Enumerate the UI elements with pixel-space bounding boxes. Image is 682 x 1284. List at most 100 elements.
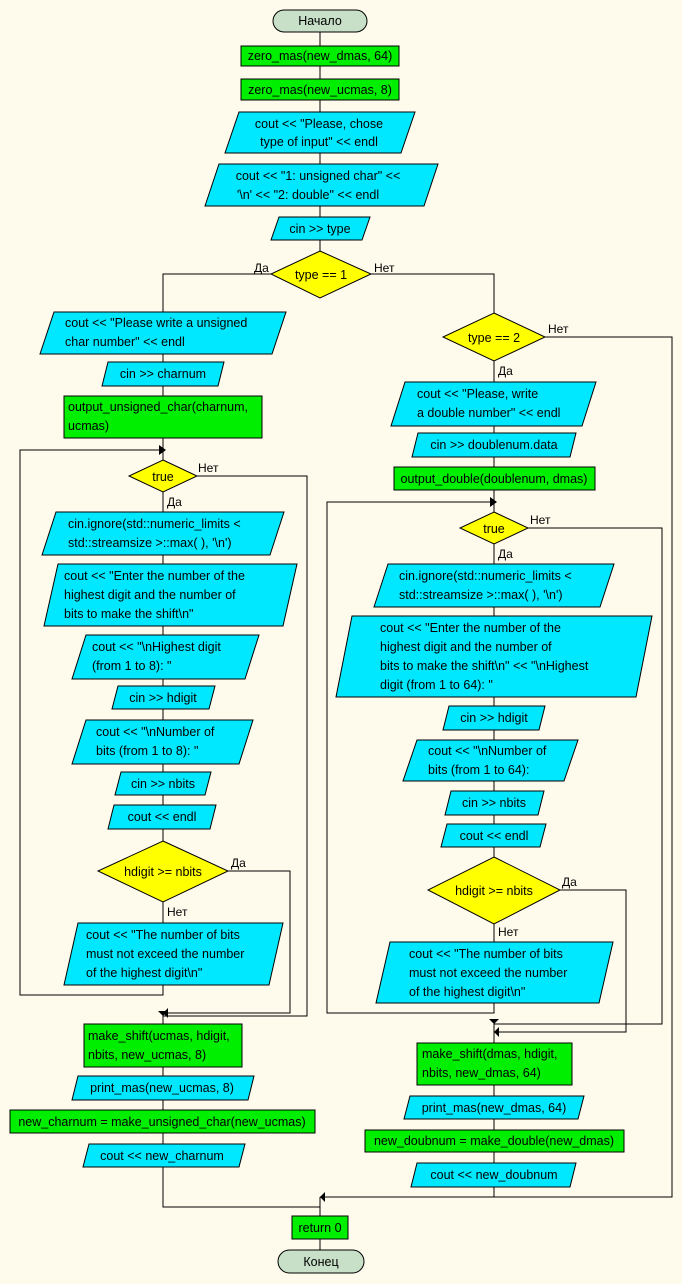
left-prompt-char-line1: cout << "Please write a unsigned	[65, 316, 247, 330]
right-shift-block	[416, 1042, 573, 1086]
right-cin-double-io	[411, 432, 577, 458]
cin-type-label: cin >> type	[289, 222, 350, 236]
right-cin-hdigit-io	[442, 705, 546, 731]
end-terminal	[277, 1249, 365, 1274]
right-ignore-io	[373, 563, 615, 608]
label-yes: Да	[254, 261, 269, 275]
left-endl-io	[107, 804, 217, 830]
right-ignore-line2: std::streamsize >::max( ), '\n')	[399, 588, 563, 602]
left-print-io	[71, 1075, 255, 1101]
right-shift-line2: nbits, new_dmas, 64)	[422, 1066, 541, 1080]
branch-labels: Да Нет Да Нет Да Нет Да Нет Да Нет Да Не…	[167, 261, 577, 939]
label-yes: Да	[498, 547, 513, 561]
right-check-decision	[426, 856, 562, 925]
right-cin-nbits-io	[444, 790, 545, 816]
right-output-d-block	[393, 466, 596, 491]
start-label: Начало	[298, 14, 342, 28]
left-out-label: cout << new_charnum	[100, 1149, 224, 1163]
right-loop-decision	[458, 511, 530, 545]
start-terminal	[272, 9, 368, 33]
right-endl-io	[440, 823, 547, 848]
prompt-options-line1: cout << "1: unsigned char" <<	[236, 169, 401, 183]
left-check-label: hdigit >= nbits	[124, 865, 202, 879]
label-yes: Да	[498, 364, 513, 378]
left-prompt-enter-line1: cout << "Enter the number of the	[64, 569, 245, 583]
left-err-line1: cout << "The number of bits	[86, 928, 240, 942]
right-prompt-enter-io	[335, 615, 653, 698]
left-convert-block	[9, 1109, 316, 1134]
right-prompt-enter-line3: bits to make the shift\n" << "\nHighest	[380, 659, 589, 673]
prompt-type-line2: type of input" << endl	[260, 135, 378, 149]
label-no: Нет	[198, 461, 219, 475]
left-shift-line2: nbits, new_ucmas, 8)	[88, 1048, 206, 1062]
left-check-decision	[96, 840, 230, 903]
return-block	[291, 1215, 349, 1240]
left-prompt-hdigit-io	[71, 634, 260, 680]
right-loop-label: true	[483, 522, 505, 536]
right-err-line3: of the highest digit\n"	[409, 985, 525, 999]
right-ignore-line1: cin.ignore(std::numeric_limits <	[399, 569, 572, 583]
left-prompt-nbits-line1: cout << "\nNumber of	[96, 725, 215, 739]
label-no: Нет	[530, 513, 551, 527]
label-yes: Да	[167, 495, 182, 509]
right-convert-block	[364, 1129, 625, 1153]
prompt-type-line1: cout << "Please, chose	[255, 117, 383, 131]
left-loop-decision	[127, 459, 199, 493]
right-prompt-nbits-line2: bits (from 1 to 64):	[428, 763, 529, 777]
return-label: return 0	[298, 1221, 341, 1235]
end-label: Конец	[303, 1255, 338, 1269]
right-prompt-double-line2: a double number" << endl	[417, 406, 560, 420]
label-no: Нет	[498, 925, 519, 939]
right-output-d-label: output_double(doublenum, dmas)	[401, 472, 588, 486]
zero-ucmas-block	[240, 78, 400, 101]
left-ignore-line2: std::streamsize >::max( ), '\n')	[68, 536, 232, 550]
left-prompt-hdigit-line1: cout << "\nHighest digit	[92, 640, 221, 654]
right-out-io	[410, 1162, 577, 1188]
right-print-label: print_mas(new_dmas, 64)	[422, 1101, 567, 1115]
type2-decision	[441, 312, 547, 362]
right-prompt-enter-line2: highest digit and the number of	[380, 640, 552, 654]
right-cin-double-label: cin >> doublenum.data	[430, 438, 557, 452]
left-err-line2: must not exceed the number	[86, 947, 244, 961]
left-cin-nbits-io	[114, 771, 212, 796]
zero-ucmas-label: zero_mas(new_ucmas, 8)	[248, 83, 392, 97]
left-ignore-io	[41, 511, 285, 556]
left-shift-line1: make_shift(ucmas, hdigit,	[88, 1029, 230, 1043]
left-cin-hdigit-label: cin >> hdigit	[129, 691, 197, 705]
left-output-uc-block	[63, 395, 263, 439]
right-err-line1: cout << "The number of bits	[409, 947, 563, 961]
right-check-label: hdigit >= nbits	[455, 884, 533, 898]
right-err-line2: must not exceed the number	[409, 966, 567, 980]
prompt-options-line2: '\n' << "2: double" << endl	[237, 188, 379, 202]
left-cin-charnum-io	[101, 361, 225, 387]
right-prompt-nbits-line1: cout << "\nNumber of	[428, 744, 547, 758]
left-cin-nbits-label: cin >> nbits	[131, 777, 195, 791]
right-shift-line1: make_shift(dmas, hdigit,	[422, 1047, 557, 1061]
left-err-io	[63, 922, 284, 986]
left-prompt-nbits-io	[71, 719, 254, 765]
right-prompt-double-io	[390, 381, 597, 427]
left-prompt-hdigit-line2: (from 1 to 8): "	[92, 659, 171, 673]
label-no: Нет	[167, 905, 188, 919]
zero-dmas-block	[240, 45, 400, 67]
left-prompt-enter-line2: highest digit and the number of	[64, 588, 236, 602]
right-err-io	[375, 941, 614, 1004]
prompt-options-io	[204, 163, 439, 207]
left-prompt-enter-line3: bits to make the shift\n"	[64, 607, 194, 621]
left-prompt-char-io	[39, 311, 287, 355]
left-prompt-char-line2: char number" << endl	[65, 335, 185, 349]
cin-type-io	[270, 216, 371, 241]
zero-dmas-label: zero_mas(new_dmas, 64)	[248, 49, 393, 63]
right-print-io	[403, 1095, 585, 1120]
left-err-line3: of the highest digit\n"	[86, 966, 202, 980]
left-loop-label: true	[152, 470, 174, 484]
right-convert-label: new_doubnum = make_double(new_dmas)	[374, 1134, 614, 1148]
left-out-io	[82, 1143, 246, 1168]
right-endl-label: cout << endl	[460, 829, 529, 843]
type1-label: type == 1	[295, 268, 347, 282]
right-prompt-double-line1: cout << "Please, write	[417, 387, 538, 401]
right-out-label: cout << new_doubnum	[430, 1168, 557, 1182]
type2-label: type == 2	[468, 331, 520, 345]
label-yes: Да	[231, 856, 246, 870]
